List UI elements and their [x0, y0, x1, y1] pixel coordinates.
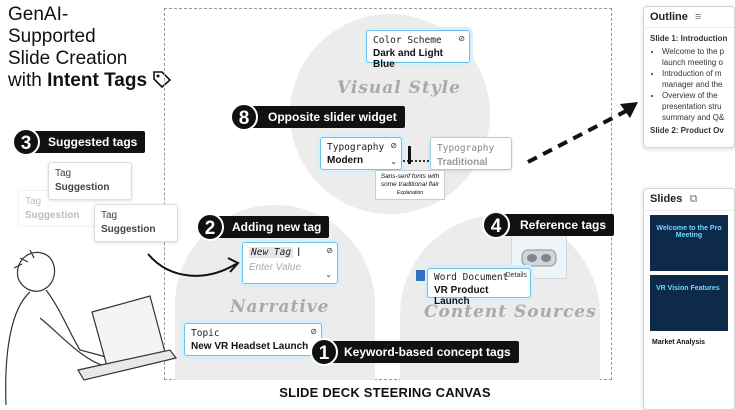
- slides-header: Slides ⧉: [644, 189, 734, 211]
- tag-value: Suggestion: [55, 182, 110, 193]
- outline-title: Outline: [650, 11, 688, 23]
- callout-suggested-tags: Suggested tags: [24, 131, 146, 153]
- tag-value: Suggestion: [25, 210, 80, 221]
- visual-style-label: Visual Style: [337, 78, 461, 98]
- outline-bullet[interactable]: Welcome to the p launch meeting o: [662, 46, 728, 68]
- tag-value: VR Product Launch: [434, 285, 489, 307]
- callout-number-3: 3: [12, 128, 40, 156]
- outline-bullet[interactable]: Introduction of m manager and the: [662, 68, 728, 90]
- link-icon[interactable]: ⊘: [390, 141, 397, 150]
- slider-track[interactable]: [403, 160, 429, 162]
- outline-slide-2[interactable]: Slide 2: Product Ov: [650, 126, 724, 135]
- callout-keyword-tags: Keyword-based concept tags: [320, 341, 519, 363]
- suggested-tag[interactable]: Tag Suggestion: [48, 162, 132, 200]
- typography-modern-tag[interactable]: Typography Modern ⌄ ⊘: [320, 137, 402, 170]
- slider-tooltip: Sans-serif fonts with some traditional f…: [375, 170, 445, 200]
- slide-3-title: Market Analysis: [652, 339, 706, 346]
- tag-value: Traditional: [437, 157, 488, 168]
- tag-key: Tag: [25, 196, 42, 207]
- slider-handle[interactable]: [408, 146, 411, 164]
- callout-label: Adding new tag: [232, 220, 322, 234]
- chevron-down-icon[interactable]: ⌄: [325, 270, 332, 279]
- page-title: GenAI- Supported Slide Creation with Int…: [8, 4, 172, 92]
- callout-label: Keyword-based concept tags: [344, 345, 511, 359]
- details-link[interactable]: Details: [505, 272, 527, 279]
- outline-bullet[interactable]: Overview of the presentation stru summar…: [662, 90, 728, 123]
- slide-thumbnail-1[interactable]: Welcome to the Pro Meeting: [650, 215, 728, 271]
- callout-opposite-slider: Opposite slider widget: [244, 106, 405, 128]
- steering-canvas: [164, 8, 612, 380]
- callout-number-4: 4: [482, 211, 510, 239]
- tag-key: Tag: [101, 210, 118, 221]
- title-line-4-bold: Intent Tags: [47, 70, 148, 91]
- new-tag-value-input[interactable]: Enter Value: [249, 262, 301, 273]
- tag-key: Word Document: [434, 272, 509, 283]
- callout-label: Suggested tags: [48, 135, 138, 149]
- title-line-2: Supported: [8, 26, 96, 47]
- new-tag-editor[interactable]: New Tag Enter Value I ⌄ ⊘: [242, 242, 338, 284]
- dashed-arrow: [527, 102, 638, 164]
- tag-icon: [153, 71, 172, 89]
- tag-value: Dark and Light Blue: [373, 48, 444, 70]
- vr-headset-icon: [521, 249, 557, 267]
- callout-number-8: 8: [230, 103, 258, 131]
- title-line-1: GenAI-: [8, 4, 69, 25]
- tag-key: Tag: [55, 168, 72, 179]
- narrative-label: Narrative: [230, 297, 330, 317]
- document-icon: [416, 270, 425, 281]
- menu-icon[interactable]: ≡: [694, 11, 702, 23]
- title-line-3: Slide Creation: [8, 48, 128, 69]
- person-illustration: [5, 249, 178, 406]
- new-tag-key-input[interactable]: New Tag: [249, 247, 294, 258]
- link-icon[interactable]: ⊘: [326, 246, 333, 255]
- link-icon[interactable]: ⊘: [458, 34, 465, 43]
- callout-label: Opposite slider widget: [268, 110, 397, 124]
- tooltip-line-1: Sans-serif fonts with: [380, 173, 440, 180]
- topic-tag[interactable]: Topic New VR Headset Launch ⊘: [184, 323, 322, 356]
- slides-title: Slides: [650, 193, 683, 205]
- title-line-4-prefix: with: [8, 70, 48, 91]
- tooltip-line-3: Explanation: [396, 190, 424, 196]
- content-sources-label: Content Sources: [424, 302, 597, 322]
- canvas-caption: SLIDE DECK STEERING CANVAS: [279, 385, 491, 400]
- outline-body: Slide 1: Introduction Welcome to the p l…: [644, 28, 734, 141]
- callout-adding-tag: Adding new tag: [208, 216, 330, 238]
- tag-value: Modern: [327, 155, 364, 166]
- typography-traditional-tag[interactable]: Typography Traditional: [430, 137, 512, 170]
- outline-panel: Outline ≡ Slide 1: Introduction Welcome …: [643, 6, 735, 148]
- chevron-down-icon[interactable]: ⌄: [390, 157, 397, 166]
- tag-value: Suggestion: [101, 224, 156, 235]
- suggested-tag[interactable]: Tag Suggestion: [94, 204, 178, 242]
- tag-value: New VR Headset Launch: [191, 341, 309, 352]
- link-icon[interactable]: ⊘: [310, 327, 317, 336]
- outline-header: Outline ≡: [644, 7, 734, 28]
- tooltip-line-2: some traditional flair: [380, 181, 440, 188]
- color-scheme-tag[interactable]: Color Scheme Dark and Light Blue ⊘: [366, 30, 470, 70]
- callout-reference-tags: Reference tags: [496, 214, 615, 236]
- slide-thumbnail-2[interactable]: VR Vision Features: [650, 275, 728, 331]
- callout-number-1: 1: [310, 338, 338, 366]
- curved-arrow: [147, 253, 240, 277]
- tag-key: Topic: [191, 328, 220, 339]
- callout-label: Reference tags: [520, 218, 607, 232]
- title-line-4: with Intent Tags: [8, 70, 172, 92]
- callout-number-2: 2: [196, 213, 224, 241]
- tag-key: Typography: [327, 142, 385, 153]
- outline-slide-1[interactable]: Slide 1: Introduction: [650, 34, 728, 43]
- copy-icon[interactable]: ⧉: [689, 193, 698, 205]
- word-document-tag[interactable]: Word Document VR Product Launch Details: [427, 268, 531, 307]
- text-cursor-icon: I: [297, 245, 301, 259]
- tag-key: Typography: [437, 143, 495, 154]
- slide-thumbnail-3[interactable]: Market Analysis: [650, 335, 728, 375]
- slides-panel: Slides ⧉ Welcome to the Pro Meeting VR V…: [643, 188, 735, 410]
- tag-key: Color Scheme: [373, 35, 442, 46]
